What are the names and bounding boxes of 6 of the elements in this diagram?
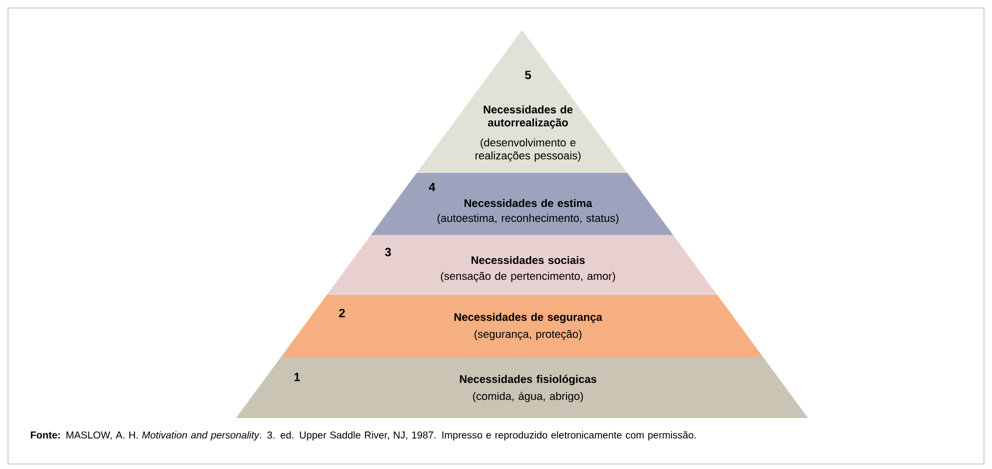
- pyramid-level: 5 Necessidades de autorrealização (desenvolvimento e realizações pessoais): [416, 30, 628, 173]
- pyramid-level: 2 Necessidades de segurança (segurança, proteção): [281, 295, 763, 357]
- pyramid-level: 3 Necessidades sociais (sensação de pertencimento, amor): [326, 235, 718, 295]
- pyramid-level: 4 Necessidades de estima (autoestima, reconhecimento, status): [370, 173, 674, 235]
- pyramid-level: 1 Necessidades fisiológicas (comida, água, abrigo): [236, 357, 808, 418]
- source-caption: Fonte: MASLOW, A. H. Motivation and personality. 3. ed. Upper Saddle River, NJ, 1987. Impresso e reproduzido eletronicamente com permissão.: [30, 431, 696, 441]
